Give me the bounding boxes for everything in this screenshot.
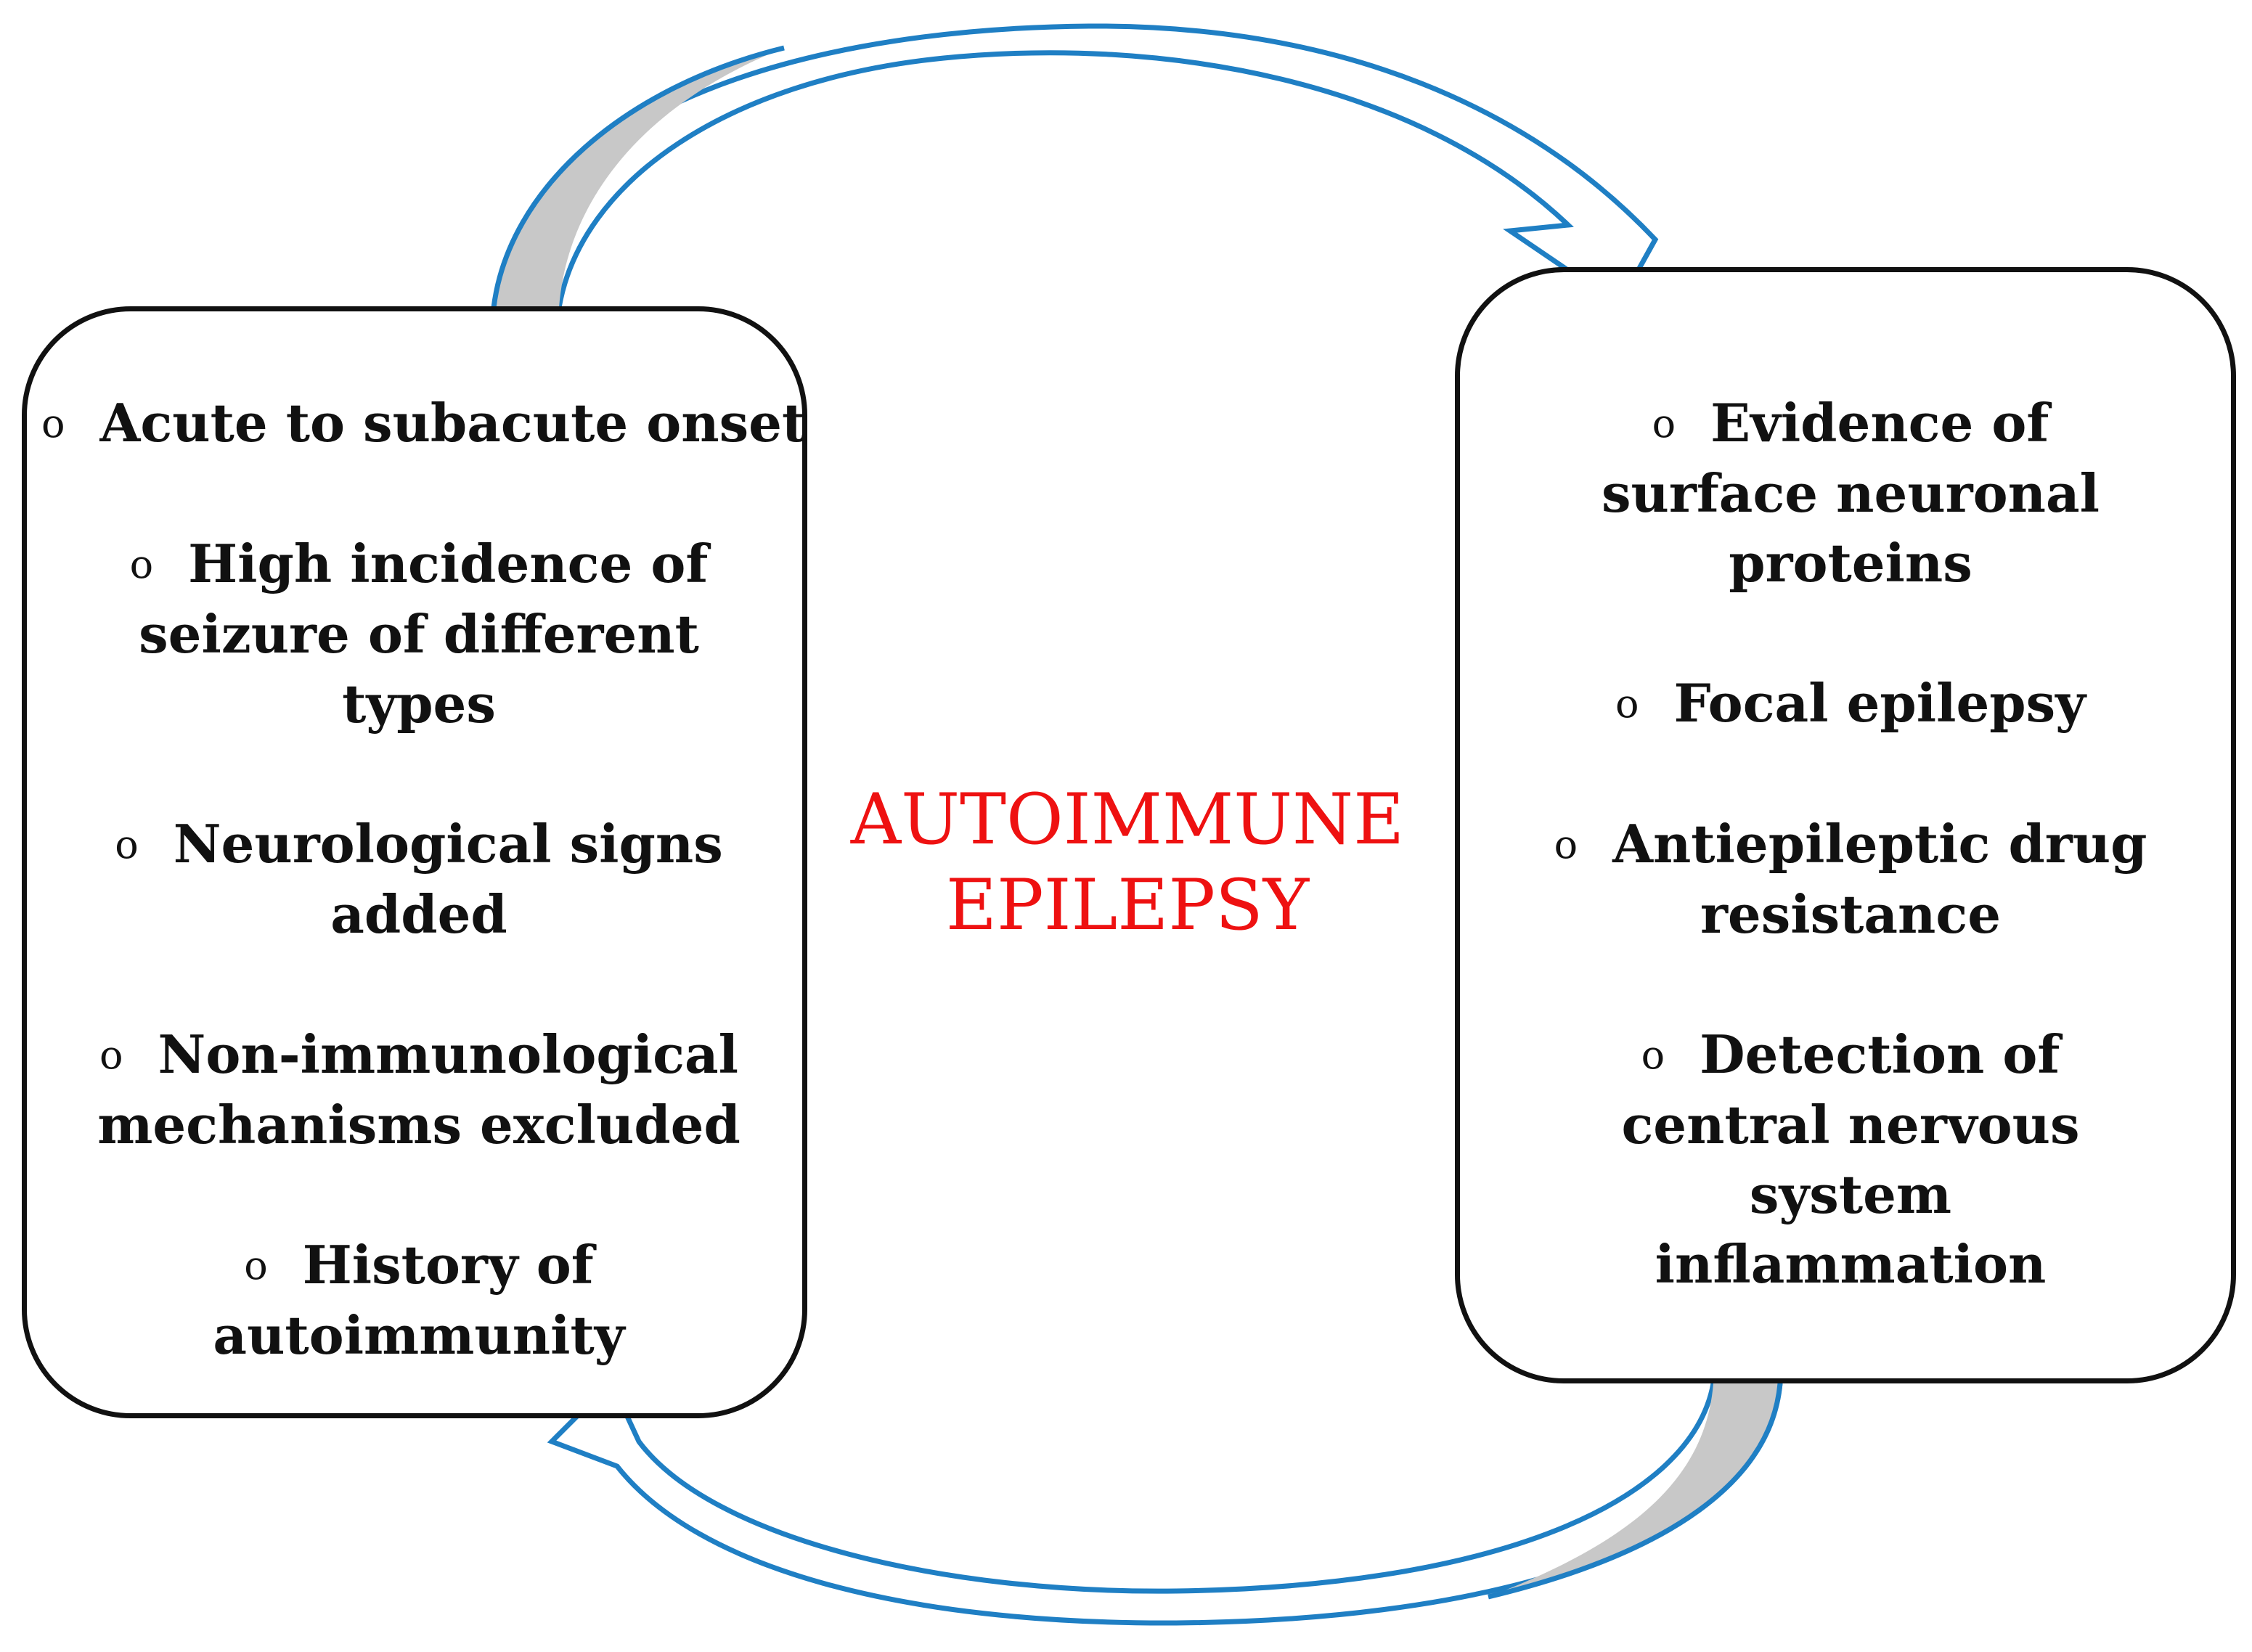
left-item-4: o History of autoimmunity (41, 1230, 796, 1370)
item-line: mechanisms excluded (97, 1094, 741, 1156)
right-item-0: o Evidence of surface neuronal proteins (1474, 388, 2227, 598)
bullet-icon: o (1554, 822, 1578, 867)
bottom-arrow-shadow (1488, 1383, 1780, 1597)
item-line: surface neuronal (1602, 462, 2100, 524)
item-line: system (1749, 1164, 1952, 1225)
item-line: Detection of (1700, 1023, 2060, 1085)
item-line: History of (302, 1234, 594, 1296)
bullet-icon: o (129, 541, 154, 587)
bullet-icon: o (1641, 1032, 1665, 1078)
right-item-1: o Focal epilepsy (1474, 668, 2227, 739)
item-line: inflammation (1655, 1233, 2047, 1295)
bullet-icon: o (99, 1032, 123, 1078)
right-item-3: o Detection of central nervous system inf… (1474, 1020, 2227, 1299)
item-line: types (342, 673, 496, 735)
right-criteria-panel: o Evidence of surface neuronal proteins o… (1455, 267, 2236, 1383)
bullet-icon: o (1652, 401, 1676, 446)
top-arrow-shadow (494, 48, 784, 308)
bullet-icon: o (1615, 681, 1639, 727)
bottom-arrow-outline (1488, 1383, 1783, 1600)
item-line: High incidence of (188, 533, 709, 594)
item-line: proteins (1729, 532, 1972, 594)
item-line: Evidence of (1710, 392, 2049, 454)
right-item-2: o Antiepileptic drug resistance (1474, 809, 2227, 949)
item-line: resistance (1700, 883, 2002, 945)
top-curved-arrow (490, 23, 1659, 311)
bullet-icon: o (41, 401, 65, 446)
item-line: Acute to subacute onset (99, 392, 807, 454)
bullet-icon: o (115, 822, 139, 867)
item-line: Non-immunological (158, 1023, 738, 1085)
item-line: added (330, 883, 507, 945)
diagram-title: AUTOIMMUNE EPILEPSY (850, 779, 1405, 946)
left-item-2: o Neurological signs added (41, 809, 796, 949)
bottom-curved-arrow (547, 1377, 1783, 1626)
top-arrow-outline (491, 45, 785, 308)
item-line: Antiepileptic drug (1612, 813, 2147, 875)
bullet-icon: o (244, 1243, 268, 1288)
item-line: seizure of different (139, 603, 699, 665)
item-line: autoimmunity (213, 1304, 625, 1366)
left-item-3: o Non-immunological mechanisms excluded (41, 1020, 796, 1160)
left-item-0: o Acute to subacute onset (41, 388, 806, 459)
item-line: central nervous (1621, 1094, 2080, 1156)
item-line: Neurological signs (173, 813, 723, 875)
item-line: Focal epilepsy (1673, 672, 2086, 734)
